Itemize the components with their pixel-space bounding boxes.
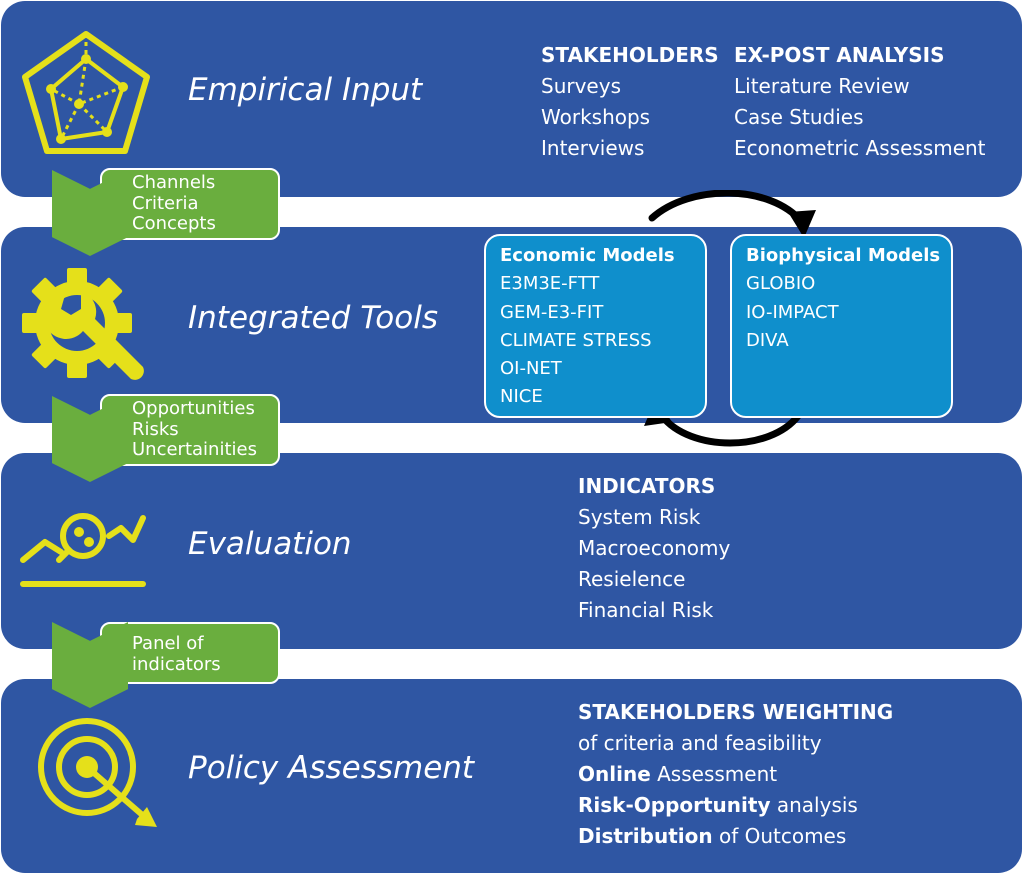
band-title-evaluation: Evaluation bbox=[188, 526, 352, 562]
list-item: Financial Risk bbox=[578, 598, 714, 622]
list-item: Surveys bbox=[541, 74, 621, 98]
pentagon-radar-icon bbox=[22, 31, 150, 154]
list-item: Workshops bbox=[541, 105, 651, 129]
indicators-heading: INDICATORS bbox=[578, 474, 716, 498]
arrowhead bbox=[788, 210, 816, 238]
connector-item: Uncertainities bbox=[132, 439, 257, 460]
bold-term: Distribution bbox=[578, 824, 713, 848]
term-rest: Assessment bbox=[650, 762, 778, 786]
list-item: IO-IMPACT bbox=[746, 301, 839, 323]
weighting-heading: STAKEHOLDERS WEIGHTING bbox=[578, 700, 894, 724]
list-item: Online Assessment bbox=[578, 759, 893, 790]
connector-item: Opportunities bbox=[132, 398, 255, 419]
connector-item: Panel of bbox=[132, 633, 204, 654]
list-item: CLIMATE STRESS bbox=[500, 329, 652, 351]
list-item: Distribution of Outcomes bbox=[578, 821, 893, 852]
trend-magnifier-icon bbox=[20, 513, 146, 587]
term-rest: analysis bbox=[770, 793, 858, 817]
list-item: of criteria and feasibility bbox=[578, 731, 822, 755]
connector-item: indicators bbox=[132, 653, 221, 675]
list-item: System Risk bbox=[578, 505, 701, 529]
band-policy-assessment: Policy Assessment STAKEHOLDERS WEIGHTING… bbox=[1, 679, 1022, 873]
connector-item: Criteria bbox=[132, 192, 199, 214]
economic-models-box: Economic Models E3M3E-FTT GEM-E3-FIT CLI… bbox=[484, 234, 707, 418]
stakeholders-column: STAKEHOLDERS Surveys Workshops Interview… bbox=[541, 40, 719, 164]
target-arrow-icon bbox=[38, 718, 157, 827]
list-item: Macroeconomy bbox=[578, 536, 731, 560]
list-item: DIVA bbox=[746, 329, 789, 351]
bold-term: Risk-Opportunity bbox=[578, 793, 771, 817]
term-rest: of Outcomes bbox=[712, 824, 847, 848]
indicators-column: INDICATORS System Risk Macroeconomy Resi… bbox=[578, 471, 730, 626]
connector-label-box: Panel of indicators bbox=[100, 622, 280, 684]
gear-wrench-icon bbox=[22, 268, 144, 380]
list-item: NICE bbox=[500, 386, 543, 408]
weighting-column: STAKEHOLDERS WEIGHTING of criteria and f… bbox=[578, 697, 893, 852]
biophysical-models-box: Biophysical Models GLOBIO IO-IMPACT DIVA bbox=[730, 234, 953, 418]
band-title-tools: Integrated Tools bbox=[188, 300, 438, 336]
band-empirical-input: Empirical Input STAKEHOLDERS Surveys Wor… bbox=[1, 1, 1022, 197]
list-item: Econometric Assessment bbox=[734, 136, 986, 160]
list-item: E3M3E-FTT bbox=[500, 273, 600, 295]
list-item: Resielence bbox=[578, 567, 686, 591]
economic-models-heading: Economic Models bbox=[500, 245, 675, 266]
list-item: Literature Review bbox=[734, 74, 910, 98]
expost-column: EX-POST ANALYSIS Literature Review Case … bbox=[734, 40, 986, 164]
band-title-empirical: Empirical Input bbox=[188, 72, 423, 108]
connector-item: Channels bbox=[132, 172, 216, 193]
connector-label-box: Channels Criteria Concepts bbox=[100, 168, 280, 240]
list-item: OI-NET bbox=[500, 358, 562, 380]
list-item: GEM-E3-FIT bbox=[500, 301, 604, 323]
bold-term: Online bbox=[578, 762, 651, 786]
connector-label-box: Opportunities Risks Uncertainities bbox=[100, 394, 280, 466]
list-item: Case Studies bbox=[734, 105, 864, 129]
list-item: GLOBIO bbox=[746, 273, 816, 295]
band-evaluation: Evaluation INDICATORS System Risk Macroe… bbox=[1, 453, 1022, 649]
band-title-policy: Policy Assessment bbox=[188, 750, 475, 786]
connector-item: Risks bbox=[132, 418, 179, 440]
list-item: Risk-Opportunity analysis bbox=[578, 790, 893, 821]
connector-item: Concepts bbox=[132, 213, 216, 234]
expost-heading: EX-POST ANALYSIS bbox=[734, 43, 945, 67]
list-item: Interviews bbox=[541, 136, 645, 160]
stakeholders-heading: STAKEHOLDERS bbox=[541, 43, 719, 67]
biophysical-models-heading: Biophysical Models bbox=[746, 245, 941, 266]
